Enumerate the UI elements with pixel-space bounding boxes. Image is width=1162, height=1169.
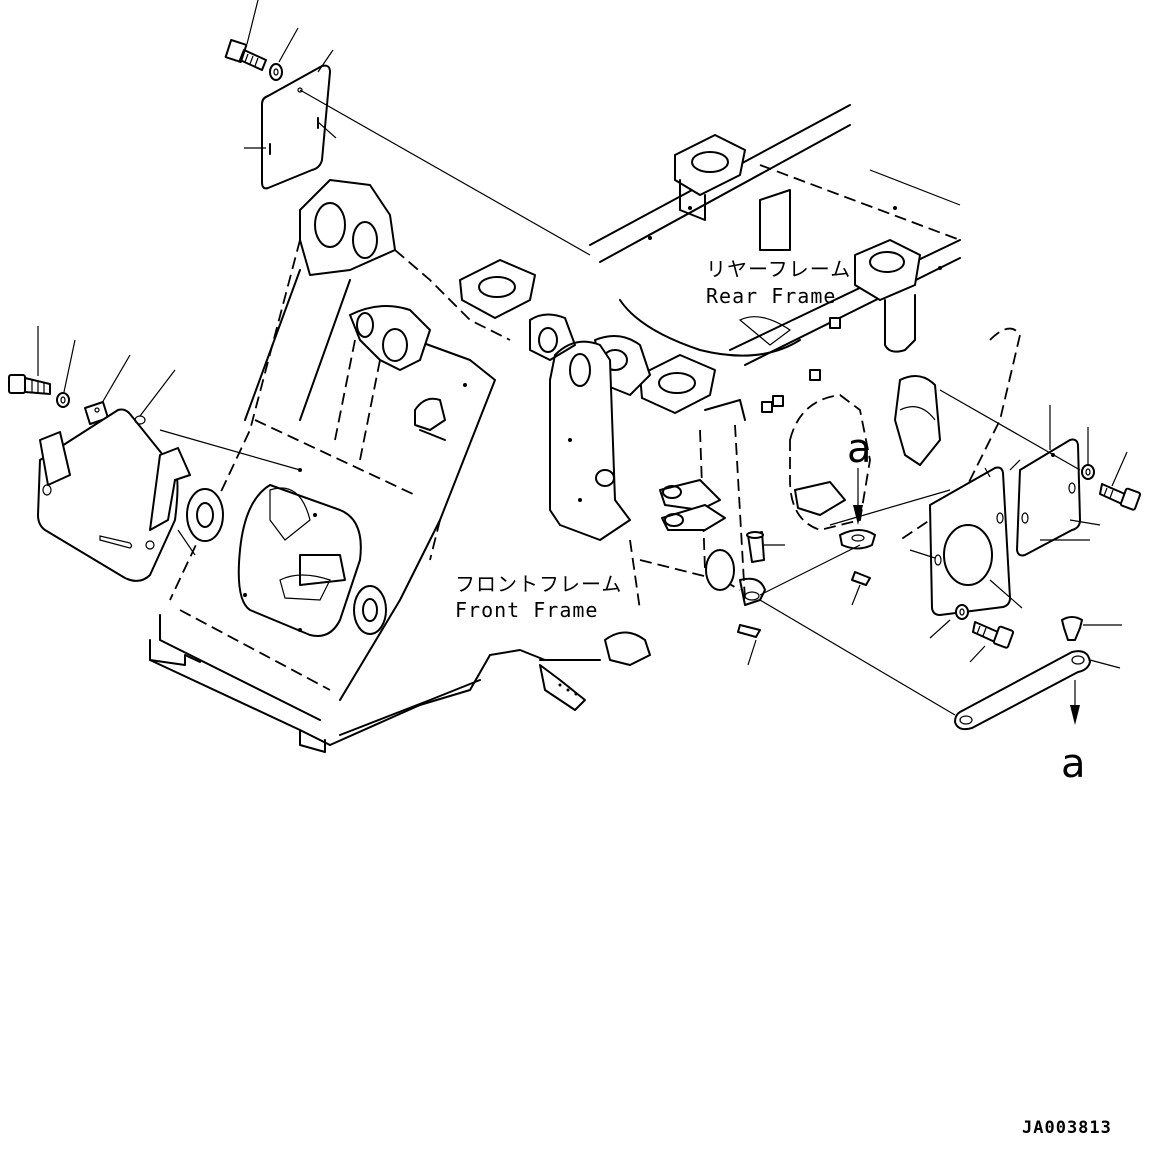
rear-frame-label-jp: リヤーフレーム (706, 257, 851, 281)
rear-frame (459, 104, 961, 666)
left-bolt (8, 374, 51, 395)
view-ref-label-upper: a (847, 426, 872, 472)
view-ref-label-lower: a (1061, 741, 1086, 787)
left-cover-plate-group (8, 326, 301, 582)
front-frame (149, 179, 586, 753)
front-frame-access-opening (237, 484, 362, 637)
right-cover-plates (909, 389, 1142, 663)
top-washer (269, 63, 283, 81)
top-cover-plate-group (224, 0, 591, 256)
front-frame-label-jp: フロントフレーム (455, 572, 622, 596)
lock-bar-bolt (1061, 616, 1083, 641)
top-bolt (224, 38, 267, 71)
right-large-cover-plate (929, 466, 1011, 616)
drawing-code: JA003813 (1022, 1118, 1112, 1138)
left-washer (56, 392, 70, 408)
right-washer-1 (1081, 464, 1095, 480)
lock-bar (954, 650, 1091, 731)
front-frame-label-en: Front Frame (455, 598, 598, 622)
rear-frame-label-en: Rear Frame (706, 284, 836, 308)
top-cover-plate (261, 64, 331, 190)
right-small-cover-plate (1016, 438, 1081, 557)
left-cover-plate (37, 408, 179, 582)
right-bolt-1 (1099, 483, 1142, 511)
right-washer-2 (955, 604, 969, 620)
right-bolt-2 (972, 621, 1015, 649)
lock-pin-and-bar (737, 468, 1122, 731)
right-opening (789, 327, 1021, 541)
